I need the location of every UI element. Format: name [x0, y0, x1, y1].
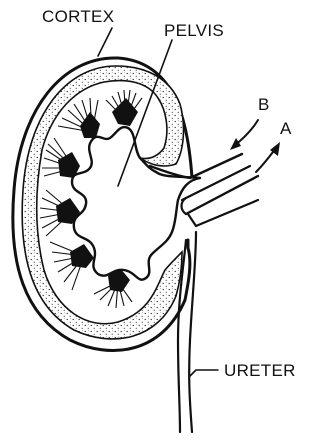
cortex-label: CORTEX: [42, 7, 114, 26]
ureter-label: URETER: [224, 361, 296, 380]
cortex-leader-line: [98, 28, 112, 56]
vessel-a-label: A: [280, 119, 292, 138]
vessel-b-label: B: [258, 95, 270, 114]
arrow-a: [256, 142, 280, 172]
hilum-to-ureter: [188, 200, 258, 226]
hilum-vessel-cap: [182, 198, 187, 214]
arrow-b: [230, 120, 258, 150]
hilum-vessel-lower: [186, 176, 258, 214]
ureter-leader-line: [190, 370, 218, 376]
pelvis-label: PELVIS: [164, 21, 224, 40]
